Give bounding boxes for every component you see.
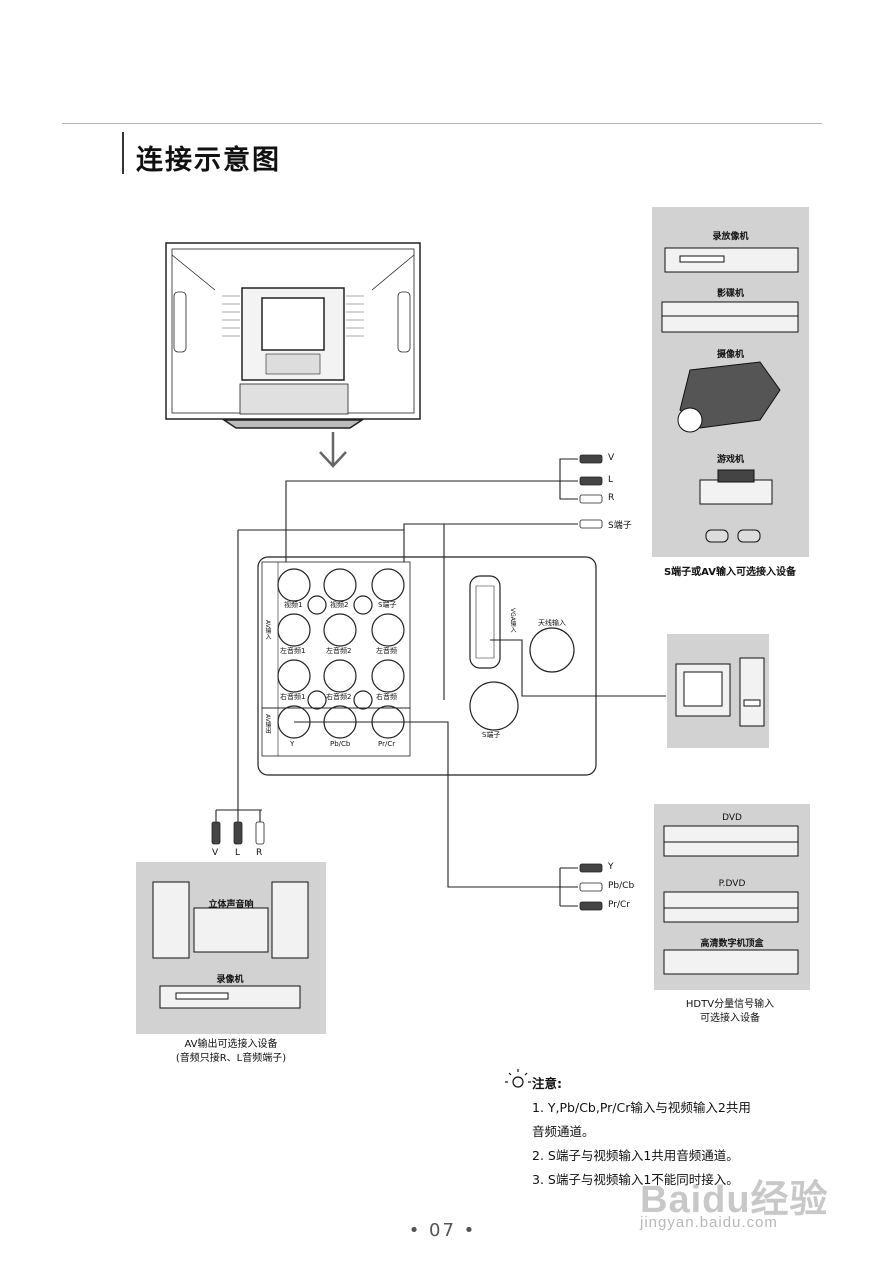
note-item: 音频通道。 xyxy=(532,1124,595,1139)
notes-section: 注意: 1. Y,Pb/Cb,Pr/Cr输入与视频输入2共用 音频通道。 2. … xyxy=(510,1072,820,1192)
device-label-game-console: 游戏机 xyxy=(716,455,744,465)
jack-side-label-av: AV输入 xyxy=(264,620,271,640)
hdtv-caption-2: 可选接入设备 xyxy=(700,1013,760,1024)
jack-label-right-audio1: 右音频1 xyxy=(280,693,306,701)
device-label-vcr: 录放像机 xyxy=(712,232,749,242)
cable-label-s-terminal: S端子 xyxy=(608,521,632,531)
baidu-watermark-url: jingyan.baidu.com xyxy=(640,1214,778,1231)
device-sketches-hdtv xyxy=(663,825,799,975)
cable-label-r: R xyxy=(608,493,615,503)
top-devices-caption: S端子或AV输入可选接入设备 xyxy=(663,567,796,578)
component-label-pb: Pb/Cb xyxy=(608,881,635,891)
device-label-vcr-out: 录像机 xyxy=(216,975,244,985)
cable-label-l: L xyxy=(608,475,614,485)
hdtv-caption-1: HDTV分量信号输入 xyxy=(685,999,775,1010)
device-label-pdvd: P.DVD xyxy=(718,879,746,889)
jack-label-left-audio1: 左音频1 xyxy=(280,647,306,655)
jack-label-video1: 视频1 xyxy=(284,601,303,609)
note-item: 1. Y,Pb/Cb,Pr/Cr输入与视频输入2共用 xyxy=(532,1100,751,1115)
page-number: • 07 • xyxy=(408,1220,477,1241)
pc-sketch xyxy=(675,657,765,727)
jack-label-right-audio2: 右音频2 xyxy=(326,693,352,701)
jack-label-s: S端子 xyxy=(378,601,397,609)
note-item: 3. S端子与视频输入1不能同时接入。 xyxy=(532,1172,739,1187)
device-label-stereo: 立体声音响 xyxy=(208,900,254,910)
jack-label-vga: VGA输入 xyxy=(509,608,516,633)
top-rule xyxy=(62,123,822,124)
av-out-caption-1: AV输出可选接入设备 xyxy=(184,1039,278,1050)
device-sketches-top xyxy=(661,247,799,543)
down-arrow-icon xyxy=(319,432,347,468)
jack-label-s-terminal: S端子 xyxy=(482,731,501,739)
jack-label-y: Y xyxy=(290,740,295,748)
jack-label-pr: Pr/Cr xyxy=(378,740,396,748)
jack-label-left-audio: 左音频 xyxy=(376,647,397,655)
cable-label-v: V xyxy=(608,453,615,463)
jack-side-label-out: AV输出 xyxy=(264,714,271,734)
plug-icons xyxy=(211,454,603,911)
notes-heading: 注意: xyxy=(532,1076,562,1091)
connector-panel xyxy=(257,556,597,776)
note-item: 2. S端子与视频输入1共用音频通道。 xyxy=(532,1148,739,1163)
cable-lines xyxy=(215,458,666,907)
av-out-label-l: L xyxy=(235,848,241,858)
jack-label-left-audio2: 左音频2 xyxy=(326,647,352,655)
component-label-pr: Pr/Cr xyxy=(608,900,630,910)
jack-label-pb: Pb/Cb xyxy=(330,740,351,748)
page-title: 连接示意图 xyxy=(136,145,281,176)
device-label-settop-box: 高清数字机顶盒 xyxy=(700,939,764,949)
baidu-watermark-logo: Baidu经验 xyxy=(640,1179,829,1221)
jack-label-video2: 视频2 xyxy=(330,601,349,609)
av-out-label-r: R xyxy=(256,848,263,858)
component-label-y: Y xyxy=(608,862,614,872)
device-sketches-av-out xyxy=(152,881,309,1009)
device-label-camcorder: 摄像机 xyxy=(716,350,744,360)
device-label-dvd-player: 影碟机 xyxy=(716,289,744,299)
jack-label-antenna: 天线输入 xyxy=(538,619,566,627)
av-out-label-v: V xyxy=(212,848,219,858)
title-bar xyxy=(122,132,124,174)
lightbulb-icon xyxy=(505,1069,531,1088)
jack-label-right-audio: 右音频 xyxy=(376,693,397,701)
av-out-caption-2: (音频只接R、L音频端子) xyxy=(175,1053,287,1064)
tv-back-illustration xyxy=(165,242,421,429)
device-label-dvd: DVD xyxy=(722,813,742,823)
